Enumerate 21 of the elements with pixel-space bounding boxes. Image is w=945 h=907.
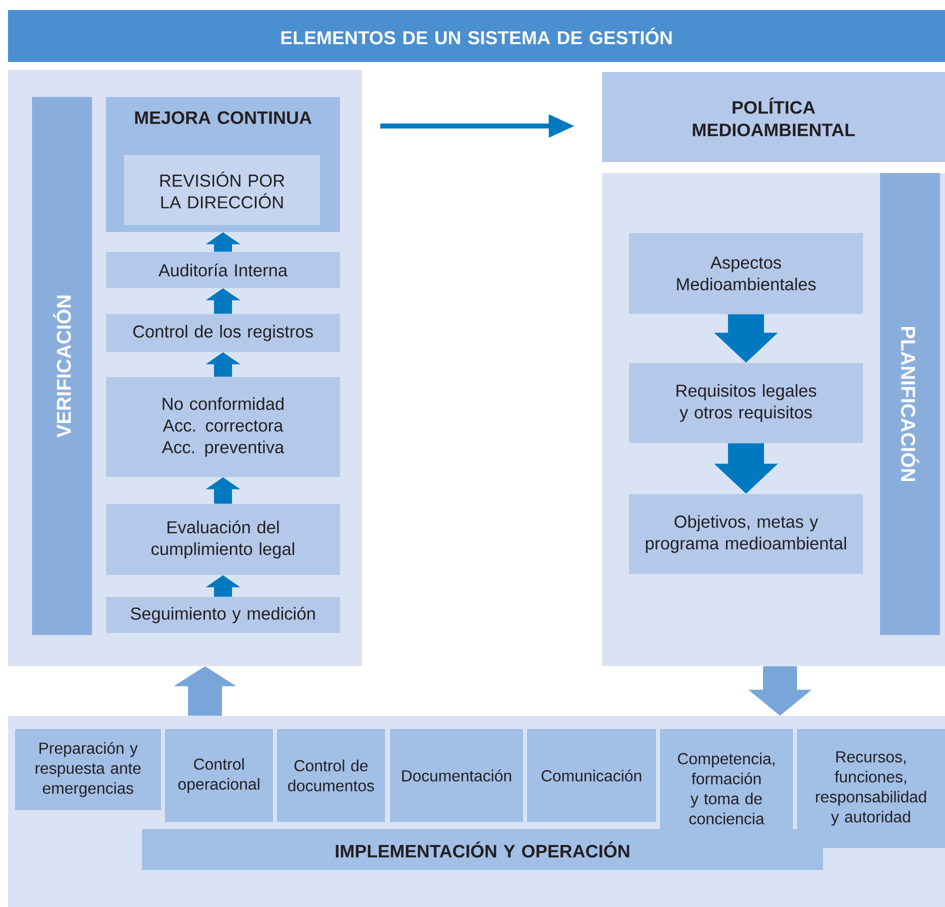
heading-box: POLÍTICA MEDIOAMBIENTAL	[602, 72, 945, 162]
process-box: Auditoría Interna	[106, 252, 340, 288]
process-box: Control de documentos	[277, 729, 385, 822]
node-label: Competencia, formación y toma de conciencia	[678, 752, 774, 824]
process-box: Control operacional	[165, 729, 273, 822]
process-box: REVISIÓN POR LA DIRECCIÓN	[124, 155, 320, 225]
process-box: Objetivos, metas y programa medioambiental	[629, 494, 863, 574]
process-box: No conformidad Acc. correctora Acc. preventiva	[106, 377, 340, 477]
process-box: Documentación	[390, 729, 523, 822]
vertical-label-bar: PLANIFICACIÓN	[880, 173, 940, 635]
vertical-label-bar: VERIFICACIÓN	[32, 97, 92, 635]
process-box: Control de los registros	[106, 314, 340, 352]
process-box: Requisitos legales y otros requisitos	[629, 363, 863, 443]
process-box: Comunicación	[527, 729, 656, 822]
process-box: Preparación y respuesta ante emergencias	[15, 729, 161, 810]
process-box: Evaluación del cumplimiento legal	[106, 504, 340, 575]
process-box: Recursos, funciones, responsabilidad y autoridad	[797, 729, 945, 848]
heading-box: IMPLEMENTACIÓN Y OPERACIÓN	[142, 829, 824, 870]
title-band: ELEMENTOS DE UN SISTEMA DE GESTIÓN	[8, 10, 945, 62]
process-box: Seguimiento y medición	[106, 597, 340, 633]
process-box: Aspectos Medioambientales	[629, 233, 863, 314]
